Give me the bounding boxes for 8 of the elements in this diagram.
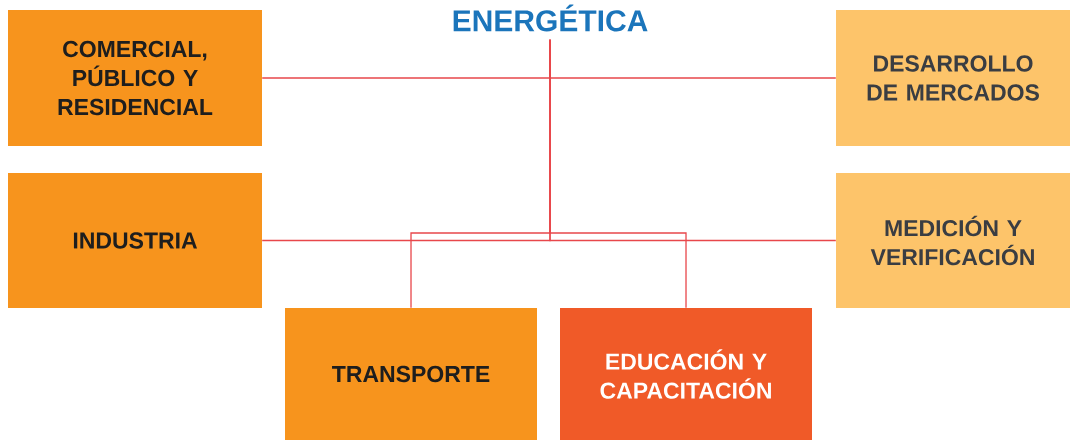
- category-box: COMERCIAL, PÚBLICO Y RESIDENCIAL: [8, 10, 262, 146]
- category-box: MEDICIÓN Y VERIFICACIÓN: [836, 173, 1070, 308]
- category-box: TRANSPORTE: [285, 308, 537, 440]
- category-box: INDUSTRIA: [8, 173, 262, 308]
- category-box: DESARROLLO DE MERCADOS: [836, 10, 1070, 146]
- category-box: EDUCACIÓN Y CAPACITACIÓN: [560, 308, 812, 440]
- heading-text: ENERGÉTICA: [453, 4, 648, 32]
- connector-line: [549, 39, 687, 309]
